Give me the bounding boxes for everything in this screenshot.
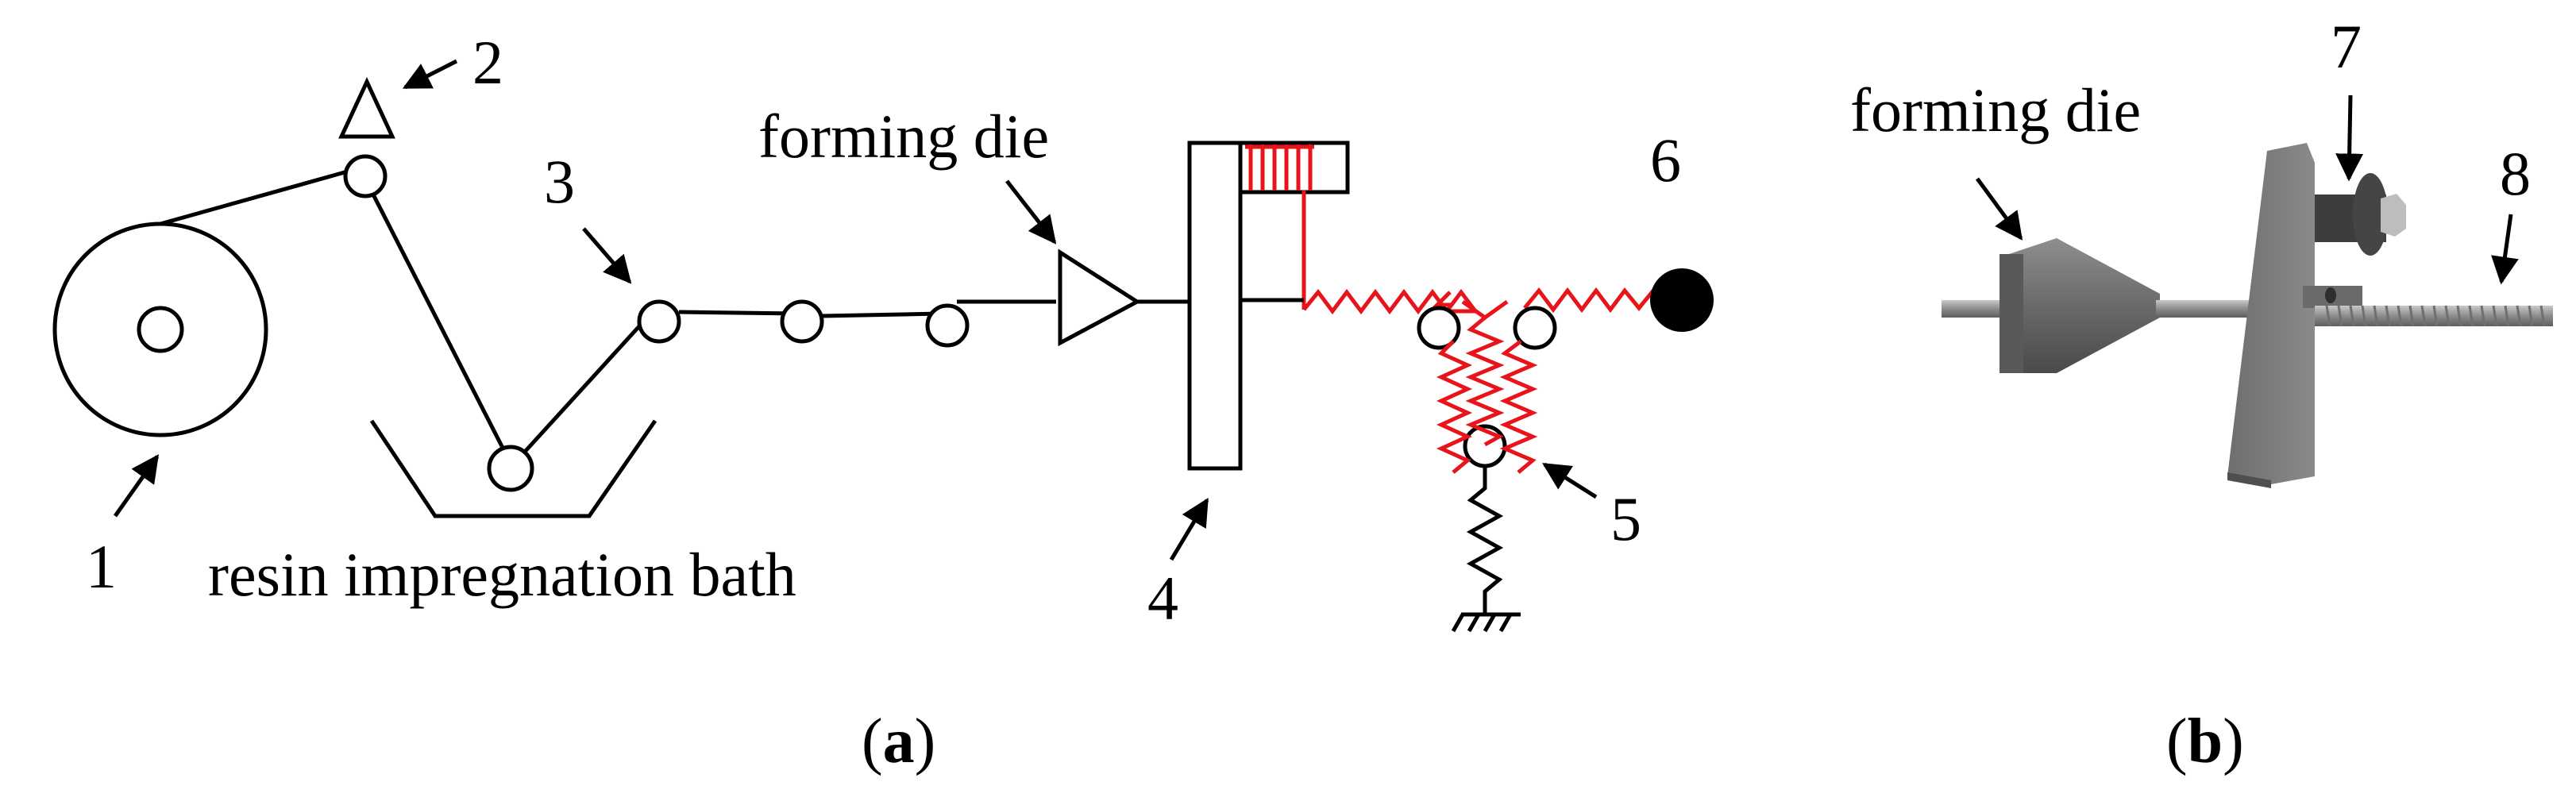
forming-die-symbol: [1058, 248, 1141, 347]
black-spring: [1466, 466, 1504, 613]
fiber-line-2: [371, 193, 507, 453]
mount-plate-side: [2227, 472, 2271, 488]
label-8: 8: [2500, 139, 2531, 208]
arrow-8: [2491, 214, 2519, 285]
red-coil: [1245, 144, 1314, 310]
rod-threads: [2325, 305, 2546, 327]
label-7: 7: [2331, 12, 2362, 81]
forming-die-render: [2009, 238, 2160, 373]
red-spring-right: [1523, 287, 1662, 314]
input-rod: [1942, 300, 2005, 318]
roller-3c: [925, 303, 970, 348]
fiber-creel: [52, 221, 268, 437]
rod-middle: [2156, 300, 2275, 318]
label-6: 6: [1650, 125, 1681, 195]
panel-b-render: forming die 7 8 (b): [1850, 12, 2553, 776]
label-5: 5: [1610, 484, 1641, 553]
arrow-forming-die: [1005, 179, 1057, 245]
roller-3b: [780, 299, 824, 344]
red-spring-vert-right: [1499, 340, 1538, 474]
bath-roller: [487, 445, 534, 492]
fixture-plate: [1187, 141, 1243, 471]
pulley-right: [1513, 306, 1557, 350]
arrow-4: [1169, 497, 1209, 561]
weight-ball: [1650, 268, 1714, 332]
pulley-left: [1417, 306, 1461, 350]
label-resin-bath: resin impregnation bath: [208, 540, 796, 609]
red-spring-vert-left: [1436, 340, 1473, 474]
roller-3a: [637, 299, 681, 344]
red-spring-vert-mid: [1465, 316, 1505, 447]
fixture-top-bar: [1238, 141, 1350, 195]
mount-plate: [2227, 143, 2315, 484]
arrow-forming-die-b: [1975, 177, 2023, 241]
arrow-5: [1542, 462, 1598, 499]
bracket-hole: [2325, 287, 2336, 303]
ground-hatch: [1451, 613, 1513, 633]
label-3: 3: [544, 147, 575, 216]
fiber-line-4: [678, 310, 799, 316]
arrow-7: [2335, 94, 2364, 182]
fiber-line-1: [160, 166, 360, 226]
red-spring-left: [1302, 288, 1479, 315]
label-2: 2: [472, 28, 503, 97]
guide-roller: [343, 154, 388, 198]
label-4: 4: [1147, 564, 1178, 633]
red-spring-connect: [1461, 299, 1509, 321]
caption-b: (b): [2166, 707, 2244, 776]
fiber-line-3: [523, 316, 649, 454]
arrow-1: [113, 454, 160, 518]
fiber-line-5: [821, 311, 942, 318]
label-forming-die-a: forming die: [758, 102, 1049, 171]
arrow-3: [582, 227, 632, 284]
hex-nut: [2381, 194, 2406, 237]
forming-die-flange: [1999, 254, 2023, 373]
guide-triangle: [338, 77, 395, 139]
washer: [2353, 173, 2388, 256]
panel-a-schematic: 1 2 3 4 5 6 forming die resin impregnati…: [52, 28, 1714, 776]
label-forming-die-b: forming die: [1850, 75, 2141, 144]
label-1: 1: [86, 532, 117, 601]
arrow-2: [402, 59, 458, 90]
resin-bath: [369, 419, 657, 518]
caption-a: (a): [862, 707, 935, 776]
